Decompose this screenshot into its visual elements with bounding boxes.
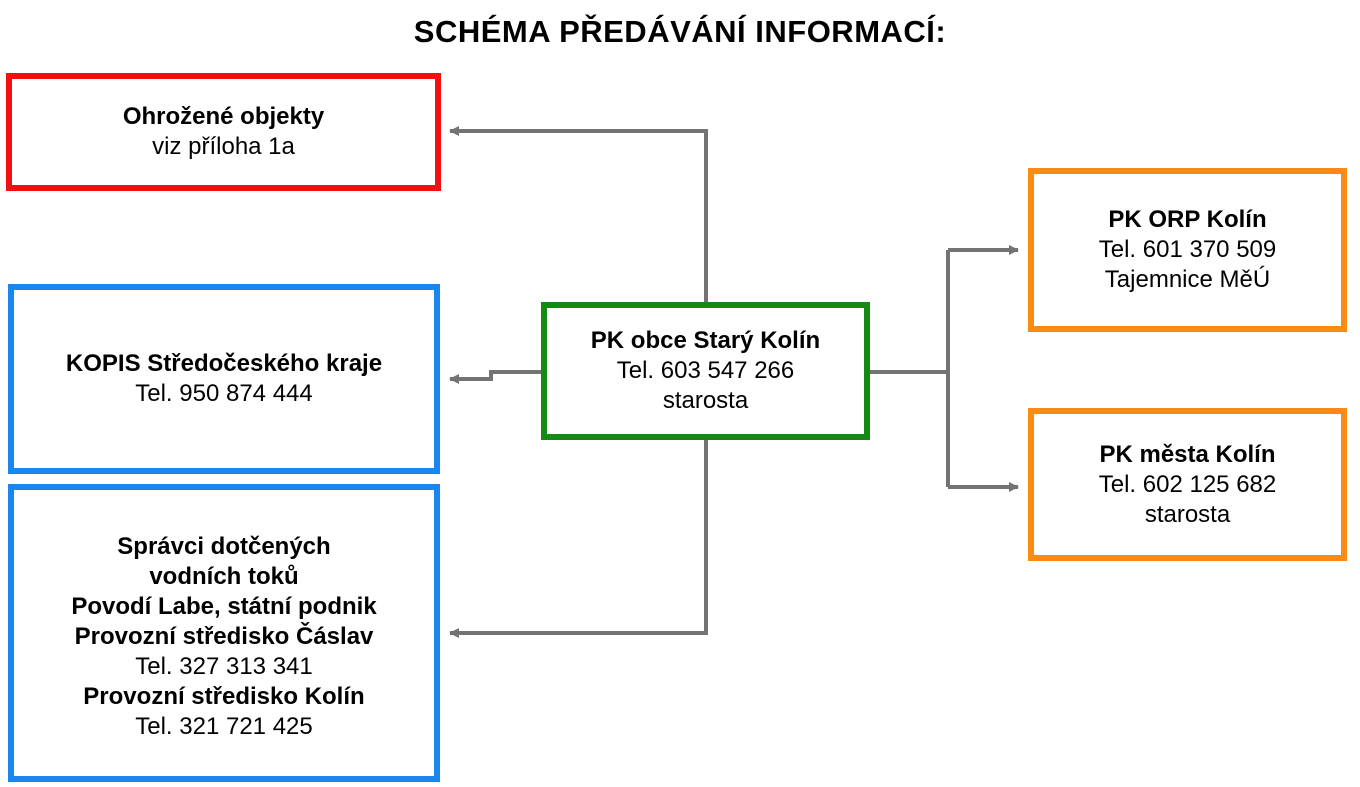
edge-center-to-threatened xyxy=(449,126,708,304)
node-line: PK obce Starý Kolín xyxy=(590,327,821,354)
node-line: Tel. 602 125 682 xyxy=(1098,470,1277,498)
node-line: Provozní středisko Čáslav xyxy=(74,623,374,650)
node-line: Tel. 601 370 509 xyxy=(1098,236,1277,263)
node-line: PK ORP Kolín xyxy=(1108,206,1267,233)
node-line: Tel. 603 547 266 xyxy=(616,357,795,384)
diagram-title: SCHÉMA PŘEDÁVÁNÍ INFORMACÍ: xyxy=(413,14,947,49)
node-line: Tel. 950 874 444 xyxy=(135,380,313,407)
node-line: Tajemnice MěÚ xyxy=(1104,266,1271,293)
node-line: PK města Kolín xyxy=(1099,440,1276,468)
node-line: viz příloha 1a xyxy=(152,133,295,160)
node-line: KOPIS Středočeského kraje xyxy=(65,350,383,377)
node-line: Tel. 321 721 425 xyxy=(135,713,313,740)
node-line: Provozní středisko Kolín xyxy=(83,683,365,710)
edge-center-to-kopis xyxy=(449,370,543,384)
node-line: starosta xyxy=(662,387,749,414)
node-line: starosta xyxy=(1144,500,1231,528)
node-threatened-objects: Ohrožené objekty viz příloha 1a xyxy=(6,73,441,191)
edge-center-to-water xyxy=(449,438,708,638)
node-line: vodních toků xyxy=(149,563,299,590)
node-line: Správci dotčených xyxy=(117,533,331,560)
node-line: Tel. 327 313 341 xyxy=(135,653,313,680)
node-line: Ohrožené objekty xyxy=(122,103,325,130)
node-line: Povodí Labe, státní podnik xyxy=(71,593,377,620)
